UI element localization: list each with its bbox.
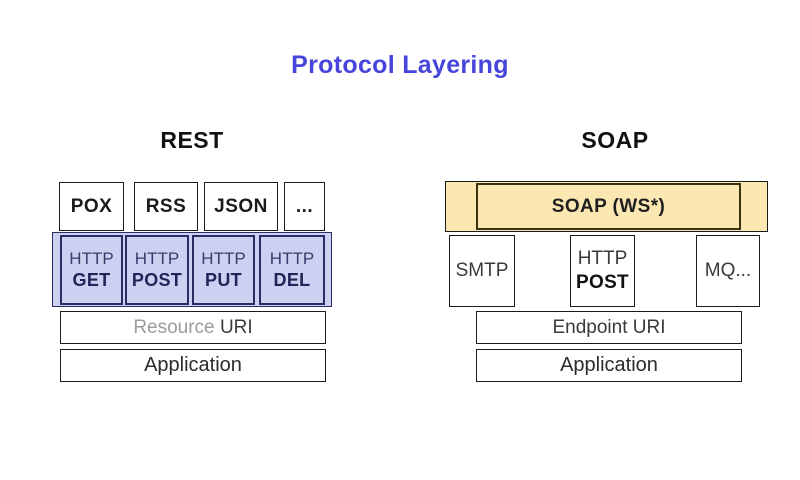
rest-format-box-json: JSON: [204, 182, 278, 231]
format-label: ...: [295, 195, 314, 217]
soap-uri-layer: Endpoint URI: [476, 311, 742, 344]
http-label: HTTP: [69, 249, 114, 269]
uri-layer-suffix: URI: [219, 316, 253, 338]
application-label: Application: [144, 354, 242, 376]
transport-label: MQ...: [704, 260, 752, 282]
rest-application-layer: Application: [60, 349, 326, 382]
method-label: DEL: [273, 270, 311, 291]
method-label: POST: [131, 270, 183, 291]
soap-envelope-band: SOAP (WS*): [445, 181, 768, 232]
uri-layer-prefix: Resource: [133, 316, 215, 338]
format-label: JSON: [214, 195, 268, 217]
soap-transport-mq: MQ...: [696, 235, 760, 307]
format-label: RSS: [145, 195, 187, 217]
rest-uri-layer: Resource URI: [60, 311, 326, 344]
method-label: GET: [72, 270, 111, 291]
page-title: Protocol Layering: [291, 51, 509, 79]
rest-http-layer: HTTP GET HTTP POST HTTP PUT HTTP DEL: [52, 232, 332, 307]
application-label: Application: [560, 354, 658, 376]
uri-layer-label: Endpoint URI: [552, 316, 666, 338]
http-method-box-del: HTTP DEL: [259, 235, 325, 305]
soap-transport-http-post: HTTP POST: [570, 235, 635, 307]
rest-heading: REST: [160, 127, 224, 153]
soap-envelope-label: SOAP (WS*): [551, 195, 666, 217]
format-label: POX: [70, 195, 113, 217]
soap-transport-smtp: SMTP: [449, 235, 515, 307]
soap-envelope-box: SOAP (WS*): [476, 183, 741, 230]
http-method-box-put: HTTP PUT: [192, 235, 255, 305]
rest-format-box-more: ...: [284, 182, 325, 231]
method-label: PUT: [205, 270, 242, 291]
soap-application-layer: Application: [476, 349, 742, 382]
rest-format-box-rss: RSS: [134, 182, 198, 231]
http-method-box-post: HTTP POST: [125, 235, 189, 305]
http-label: HTTP: [577, 248, 628, 270]
http-method-box-get: HTTP GET: [60, 235, 123, 305]
transport-label: SMTP: [455, 260, 509, 282]
soap-heading: SOAP: [581, 127, 649, 153]
http-label: HTTP: [269, 249, 315, 269]
rest-format-box-pox: POX: [59, 182, 124, 231]
http-label: HTTP: [201, 249, 246, 269]
method-label: POST: [576, 272, 629, 293]
http-label: HTTP: [134, 249, 180, 269]
